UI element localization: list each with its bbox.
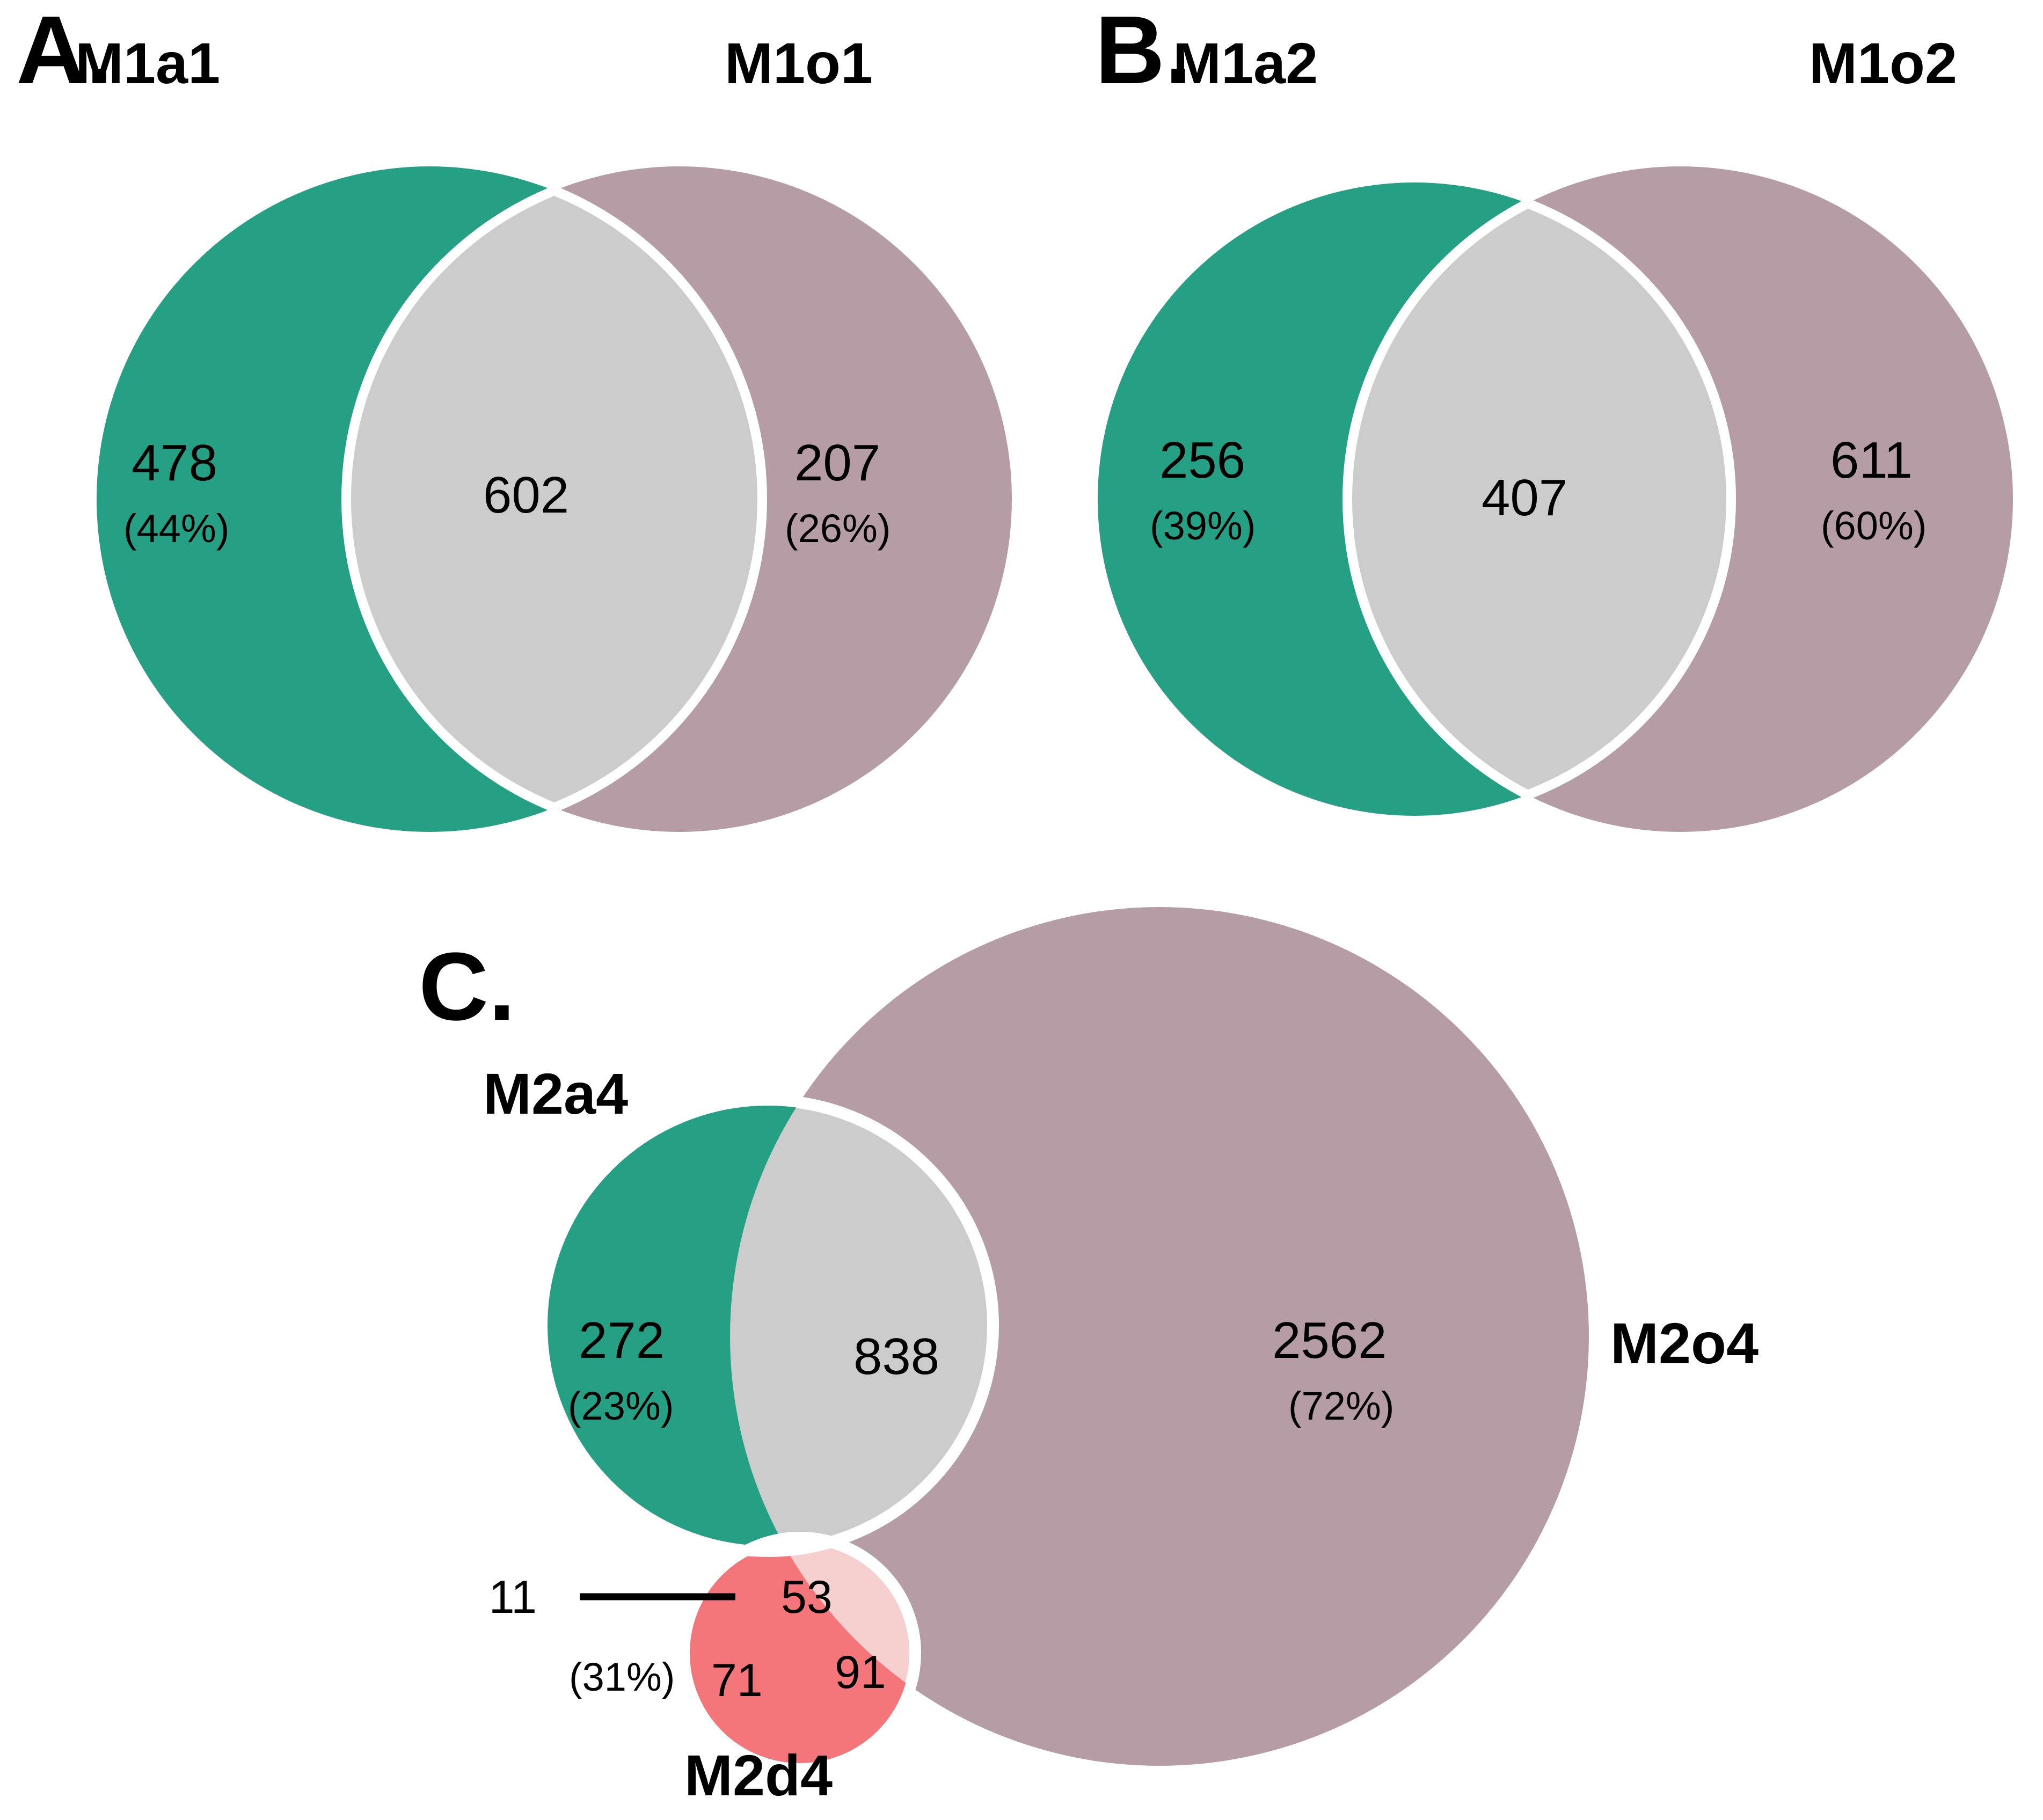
panel-a-count-intersection: 602 [483, 466, 569, 524]
panel-b-label-m1a2: M1a2 [1173, 31, 1318, 96]
panel-c-label-m2d4: M2d4 [684, 1743, 833, 1808]
panel-b-letter: B. [1095, 0, 1192, 104]
panel-c-divider-d-in-a [678, 1532, 921, 1551]
panel-a: A. M1a1 M1o1 478 (44%) 602 207 (26%) [16, 0, 1012, 832]
panel-a-label-m1o1: M1o1 [725, 31, 873, 96]
panel-a-divider-left [346, 166, 767, 832]
panel-c-count-o-only: 2562 [1272, 1312, 1387, 1369]
panel-a-pct-right: (26%) [785, 506, 891, 551]
panel-a-intersection-region [346, 166, 762, 832]
panel-c-count-a-and-o: 838 [853, 1328, 939, 1385]
panel-b: B. M1a2 M1o2 256 (39%) 407 611 (60%) [1095, 0, 2013, 832]
panel-b-pct-right: (60%) [1821, 503, 1927, 548]
panel-b-count-intersection: 407 [1482, 469, 1567, 527]
panel-b-count-left: 256 [1159, 432, 1245, 489]
panel-c-label-m2o4: M2o4 [1610, 1311, 1759, 1376]
panel-b-divider-right [1342, 182, 1731, 816]
panel-c-count-a-and-d: 11 [489, 1572, 537, 1623]
panel-c-count-triple: 53 [781, 1572, 833, 1623]
panel-a-pct-left: (44%) [123, 506, 229, 551]
panel-c: C. [419, 907, 1759, 1808]
panel-c-pct-o-only: (72%) [1288, 1384, 1394, 1428]
panel-a-letter: A. [16, 0, 113, 104]
panel-c-count-o-and-d: 91 [835, 1647, 886, 1698]
panel-a-divider-right [341, 166, 762, 832]
panel-c-set-m2o4-circle [730, 907, 1589, 1766]
panel-c-letter: C. [419, 933, 515, 1041]
panel-b-label-m1o2: M1o2 [1809, 31, 1957, 96]
panel-b-pct-left: (39%) [1150, 503, 1256, 548]
panel-b-intersection-region [1347, 182, 1731, 816]
panel-c-label-m2a4: M2a4 [483, 1061, 628, 1126]
panel-c-pct-d-only: (31%) [569, 1655, 675, 1699]
panel-a-count-right: 207 [794, 434, 880, 492]
panel-c-divider-a-in-d [684, 1538, 915, 1557]
panel-c-count-d-only: 71 [711, 1655, 763, 1706]
panel-b-count-right: 611 [1830, 432, 1913, 489]
panel-a-label-m1a1: M1a1 [75, 31, 220, 96]
panel-c-pct-a-only: (23%) [568, 1384, 674, 1428]
panel-a-count-left: 478 [132, 434, 217, 492]
panel-c-count-a-only: 272 [579, 1312, 665, 1369]
